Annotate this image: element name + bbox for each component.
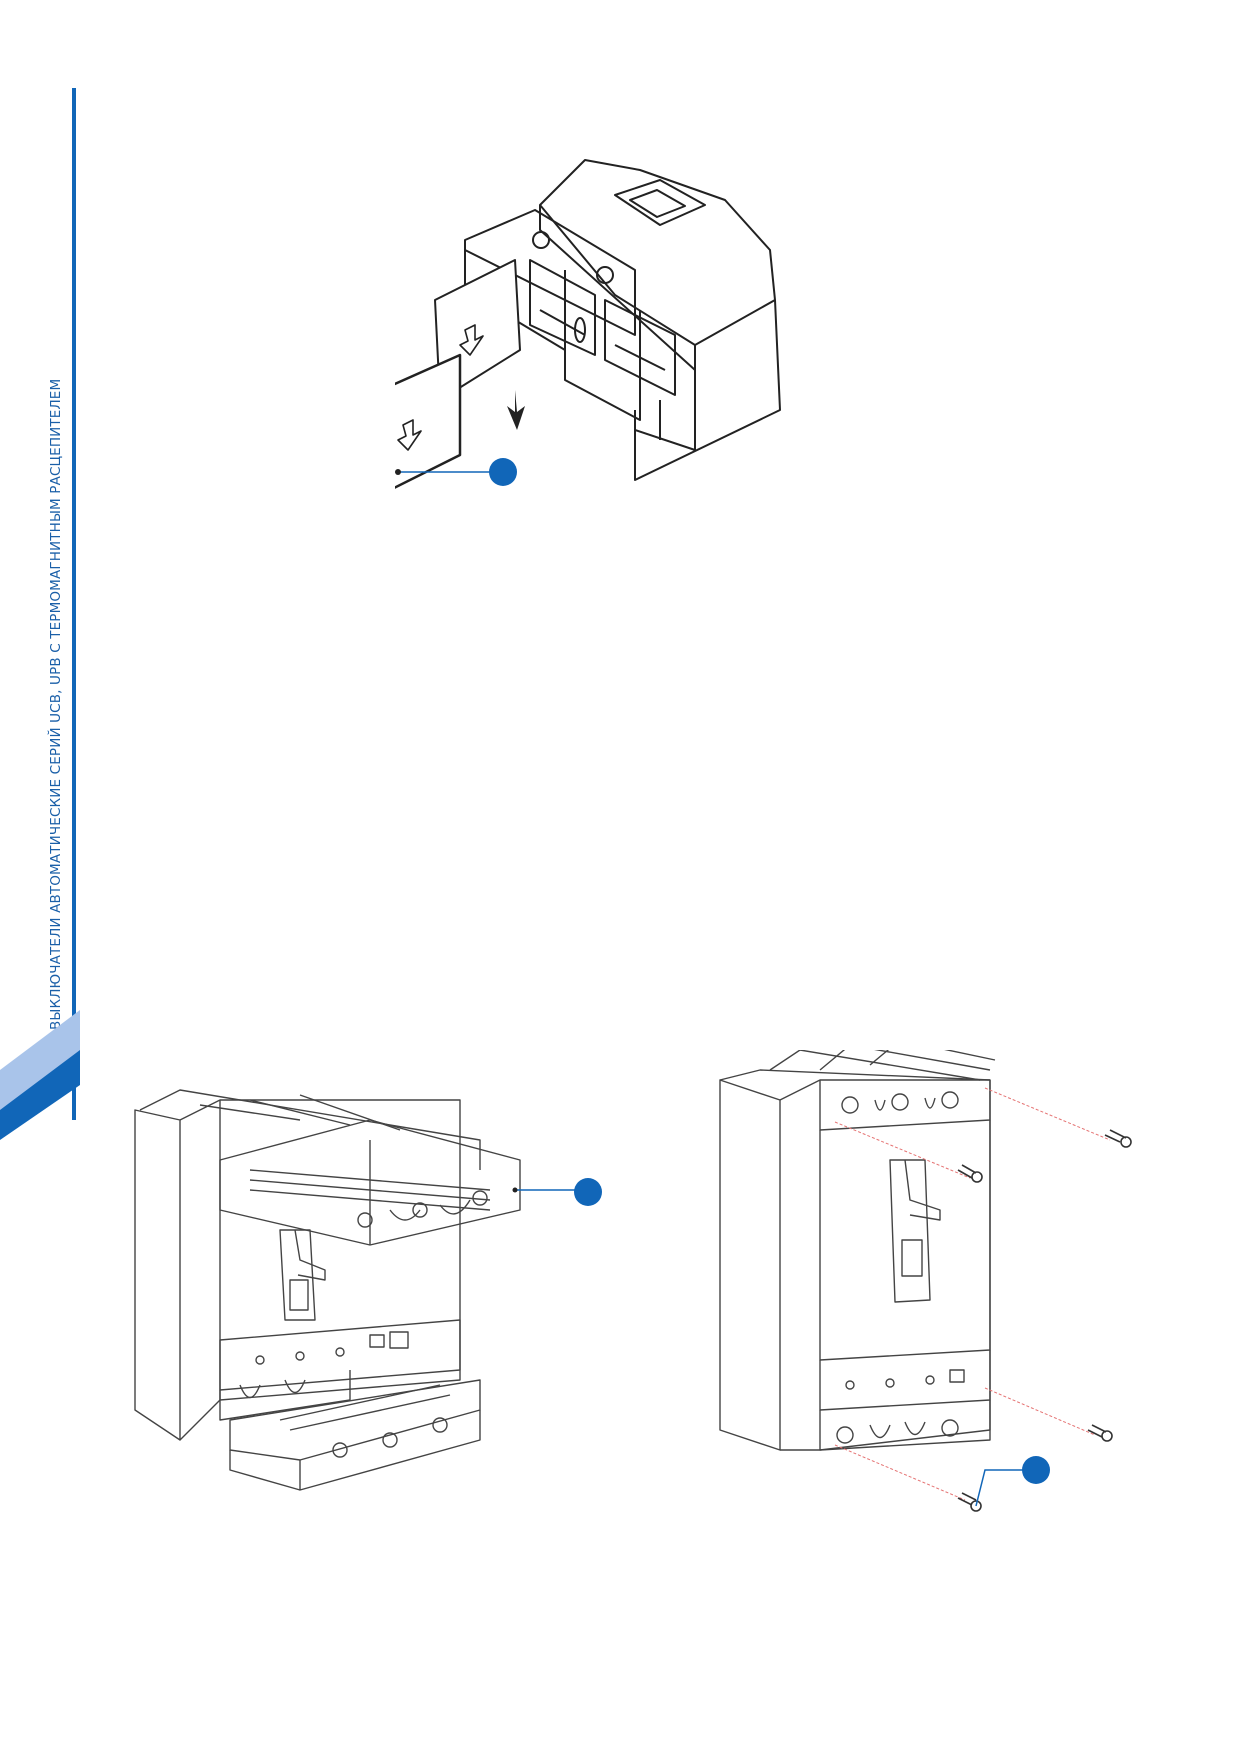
corner-decoration — [0, 1010, 80, 1140]
side-section-title: ВЫКЛЮЧАТЕЛИ АВТОМАТИЧЕСКИЕ СЕРИЙ UCB, UP… — [48, 378, 64, 1030]
cover-removal-figure — [134, 1089, 602, 1491]
cover-screws-figure — [719, 1050, 1132, 1512]
barrier-insertion-figure — [395, 159, 781, 489]
side-accent-rule — [72, 88, 76, 1120]
